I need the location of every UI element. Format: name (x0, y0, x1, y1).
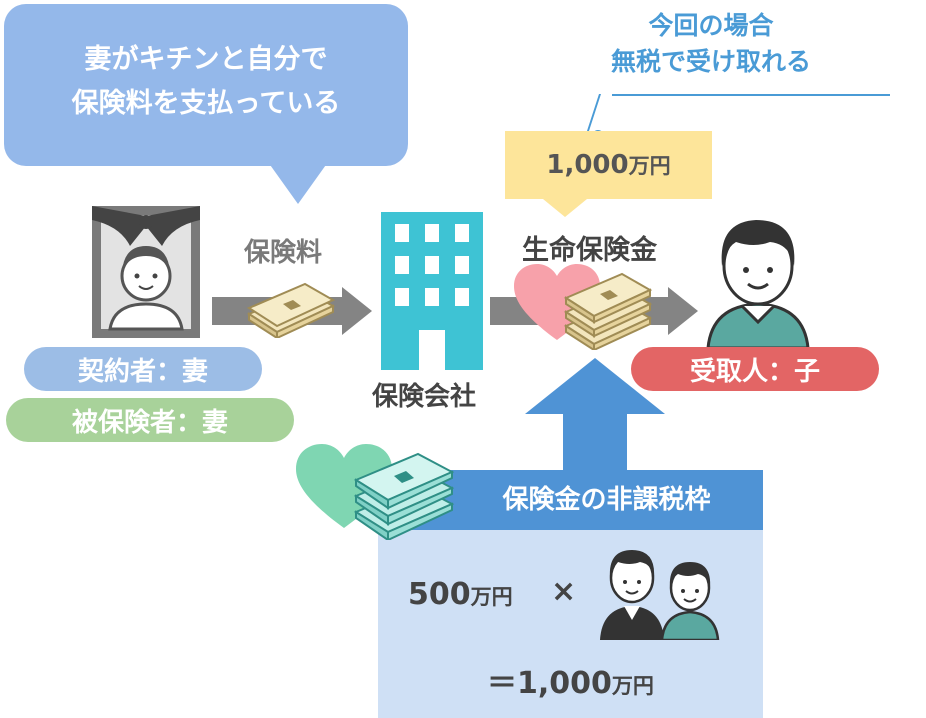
life-insurance-payout-label: 生命保険金 (522, 235, 657, 266)
insured-pill: 被保険者：妻 (6, 398, 294, 442)
payout-amount-number: 1,000 (546, 150, 629, 180)
exemption-up-arrow-shaft (563, 410, 627, 472)
exemption-total: ＝1,000万円 (487, 658, 654, 702)
contractor-pill: 契約者：妻 (24, 347, 262, 391)
payout-amount: 1,000万円 (505, 150, 712, 180)
per-heir-amount: 500万円 (408, 577, 513, 612)
recipient-pill-label: 受取人：子 (689, 356, 820, 387)
recipient-pill: 受取人：子 (631, 347, 879, 391)
person-icon (706, 220, 810, 348)
per-heir-amount-unit: 万円 (470, 585, 513, 609)
exemption-title: 保険金の非課税枠 (502, 485, 711, 515)
per-heir-amount-number: 500 (408, 577, 471, 612)
speech-bubble-tail (268, 162, 328, 204)
office-building-icon (381, 212, 483, 370)
payout-amount-callout-tail (543, 199, 587, 217)
payout-arrow-head (668, 287, 698, 335)
payout-amount-callout (505, 131, 712, 199)
speech-bubble-line-1: 妻がキチンと自分で (84, 44, 328, 75)
case-note: 今回の場合 無税で受け取れる (596, 8, 826, 80)
premium-arrow-head (342, 287, 372, 335)
insurance-company-label: 保険会社 (372, 382, 477, 412)
exemption-up-arrow-head (525, 358, 665, 414)
case-note-underline (612, 94, 890, 96)
contractor-pill-label: 契約者：妻 (77, 356, 208, 387)
cash-bundle-icon (246, 282, 336, 338)
exemption-total-unit: 万円 (611, 674, 654, 698)
speech-bubble-text: 妻がキチンと自分で 保険料を支払っている (4, 38, 408, 126)
memorial-portrait-icon (92, 206, 200, 338)
speech-bubble-line-2: 保険料を支払っている (71, 88, 341, 119)
insured-pill-label: 被保険者：妻 (71, 407, 228, 438)
case-note-line-2: 無税で受け取れる (610, 47, 811, 76)
family-icon (600, 550, 720, 640)
cash-bundle-stack-icon (563, 272, 653, 350)
cash-bundle-teal-icon (353, 452, 455, 540)
speech-bubble (4, 4, 408, 166)
exemption-total-number: ＝1,000 (487, 666, 612, 701)
payout-amount-unit: 万円 (628, 154, 671, 178)
premium-label: 保険料 (244, 238, 323, 268)
case-note-line-1: 今回の場合 (648, 11, 774, 40)
multiply-sign: × (551, 574, 577, 609)
